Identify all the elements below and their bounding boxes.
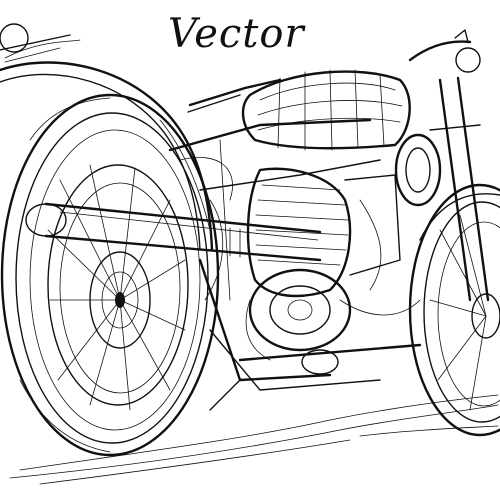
rear-fender	[0, 23, 214, 252]
sketch-texture	[179, 157, 421, 361]
exhaust-pipe	[25, 202, 322, 262]
ground-shadow	[9, 394, 499, 485]
image-title: Vector	[168, 11, 305, 57]
handlebar	[187, 29, 481, 113]
engine	[238, 133, 442, 375]
fuel-tank	[241, 69, 411, 151]
front-wheel	[408, 183, 500, 437]
frame	[168, 118, 381, 411]
rear-wheel	[0, 93, 220, 457]
front-fork	[429, 76, 490, 302]
